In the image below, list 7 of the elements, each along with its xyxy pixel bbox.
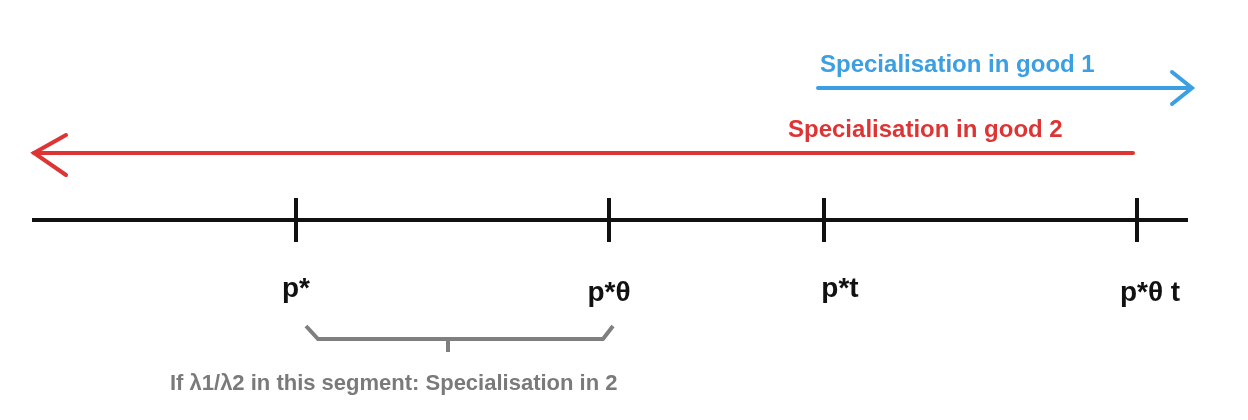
tick-label: p*t [821,274,859,302]
tick-label: p*θ t [1119,278,1181,306]
arrow-label: Specialisation in good 2 [788,117,1063,141]
tick-label: p* [282,274,310,302]
segment-note: If λ1/λ2 in this segment: Specialisation in 2 [170,372,618,394]
tick-label: p*θ [587,278,631,306]
arrow-label: Specialisation in good 1 [820,52,1095,76]
